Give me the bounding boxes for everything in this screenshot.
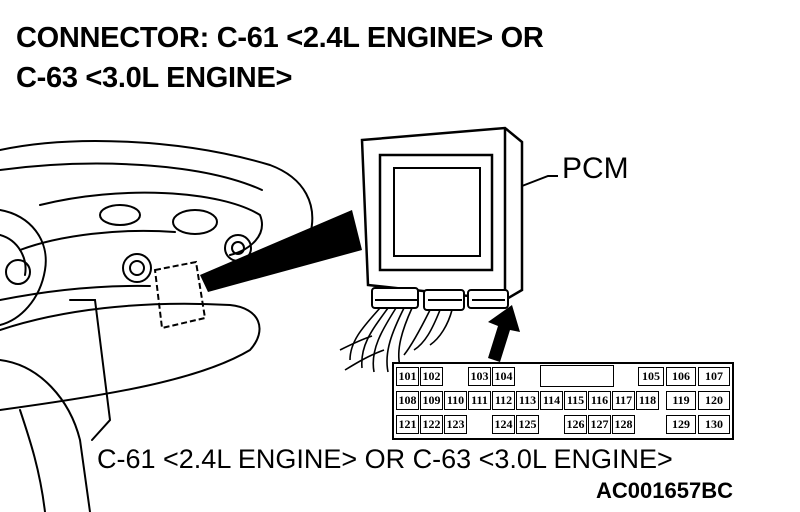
pin-102: 102 bbox=[420, 367, 443, 386]
pin-128: 128 bbox=[612, 415, 635, 434]
pin-106: 106 bbox=[666, 367, 696, 386]
connector-caption: C-61 <2.4L ENGINE> OR C-63 <3.0L ENGINE> bbox=[97, 444, 673, 474]
pin-109: 109 bbox=[420, 391, 443, 410]
pin-119: 119 bbox=[666, 391, 696, 410]
diagram-title: CONNECTOR: C-61 <2.4L ENGINE> OR C-63 <3… bbox=[16, 18, 544, 98]
location-pointer bbox=[200, 210, 362, 292]
pin-101: 101 bbox=[396, 367, 419, 386]
pin-117: 117 bbox=[612, 391, 635, 410]
pcm-connector-face: 101 102 103 104 105 106 107 108 109 110 … bbox=[392, 362, 734, 440]
steering-wheel bbox=[0, 209, 47, 326]
dashboard-lower-edge bbox=[0, 302, 261, 411]
pin-105: 105 bbox=[638, 367, 664, 386]
pin-108: 108 bbox=[396, 391, 419, 410]
pin-116: 116 bbox=[588, 391, 611, 410]
pin-118: 118 bbox=[636, 391, 659, 410]
dashboard-top-edge bbox=[0, 140, 314, 236]
pin-121: 121 bbox=[396, 415, 419, 434]
pcm-leader-line bbox=[521, 175, 558, 187]
instrument-hood bbox=[39, 191, 263, 256]
figure-code: AC001657BC bbox=[596, 478, 733, 503]
pin-111: 111 bbox=[468, 391, 491, 410]
title-line-1: CONNECTOR: C-61 <2.4L ENGINE> OR bbox=[16, 22, 544, 54]
pin-122: 122 bbox=[420, 415, 443, 434]
pin-103: 103 bbox=[468, 367, 491, 386]
pin-130: 130 bbox=[698, 415, 730, 434]
pin-125: 125 bbox=[516, 415, 539, 434]
connector-arrow bbox=[488, 305, 520, 362]
pcm-connectors bbox=[371, 287, 509, 311]
pin-114: 114 bbox=[540, 391, 563, 410]
connector-key bbox=[540, 365, 614, 387]
pin-126: 126 bbox=[564, 415, 587, 434]
pin-107: 107 bbox=[698, 367, 730, 386]
pin-104: 104 bbox=[492, 367, 515, 386]
pin-123: 123 bbox=[444, 415, 467, 434]
pin-110: 110 bbox=[444, 391, 467, 410]
wire-harness bbox=[339, 307, 453, 373]
pin-124: 124 bbox=[492, 415, 515, 434]
pin-120: 120 bbox=[698, 391, 730, 410]
pin-113: 113 bbox=[516, 391, 539, 410]
pcm-location-outline bbox=[153, 260, 207, 330]
pin-112: 112 bbox=[492, 391, 515, 410]
pcm-label: PCM bbox=[562, 152, 629, 185]
vent-left bbox=[122, 253, 152, 283]
pin-115: 115 bbox=[564, 391, 587, 410]
pcm-module bbox=[360, 126, 524, 302]
title-line-2: C-63 <3.0L ENGINE> bbox=[16, 62, 293, 94]
pin-127: 127 bbox=[588, 415, 611, 434]
pin-129: 129 bbox=[666, 415, 696, 434]
